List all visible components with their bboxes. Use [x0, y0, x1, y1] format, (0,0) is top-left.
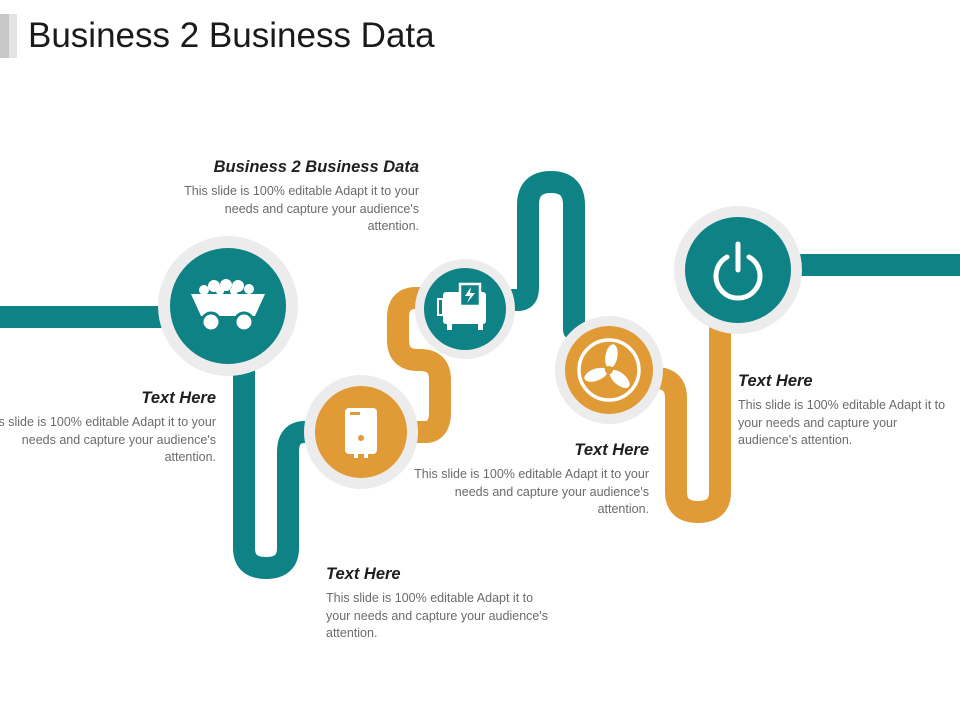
- title-accent-bar: [0, 14, 17, 58]
- step-2-heading: Text Here: [141, 389, 216, 407]
- node-water-heater: [304, 375, 418, 489]
- step-3-heading: Text Here: [326, 565, 401, 583]
- step-4-heading: Text Here: [574, 441, 649, 459]
- step-5-heading: Text Here: [738, 372, 813, 390]
- connector-generator-to-fan: [494, 170, 585, 341]
- connector-fan-to-power: [644, 319, 731, 524]
- step-5-body: This slide is 100% editable Adapt it to …: [738, 398, 946, 447]
- connector-cart-to-heater: [233, 359, 323, 580]
- step-4-body: This slide is 100% editable Adapt it to …: [414, 467, 649, 516]
- page-title: Business 2 Business Data: [28, 16, 435, 55]
- mine-cart-icon: [191, 279, 265, 333]
- step-3-body: This slide is 100% editable Adapt it to …: [326, 591, 548, 640]
- step-3-block: Text Here This slide is 100% editable Ad…: [326, 565, 551, 643]
- step-5-block: Text Here This slide is 100% editable Ad…: [738, 372, 956, 450]
- power-icon: [713, 241, 763, 301]
- step-4-block: Text Here This slide is 100% editable Ad…: [413, 441, 649, 519]
- connector-heater-to-generator: [387, 287, 451, 443]
- step-1-body: This slide is 100% editable Adapt it to …: [184, 184, 419, 233]
- step-2-block: Text Here This slide is 100% editable Ad…: [0, 389, 216, 467]
- node-fan: [555, 316, 663, 424]
- step-1-block: Business 2 Business Data This slide is 1…: [183, 158, 419, 236]
- water-heater-icon: [345, 408, 377, 458]
- fan-icon: [577, 338, 641, 402]
- step-1-heading: Business 2 Business Data: [213, 158, 419, 176]
- node-cart: [158, 236, 298, 376]
- node-power: [674, 206, 802, 334]
- node-generator: [415, 259, 515, 359]
- step-2-body: This slide is 100% editable Adapt it to …: [0, 415, 216, 464]
- generator-icon: [437, 282, 486, 330]
